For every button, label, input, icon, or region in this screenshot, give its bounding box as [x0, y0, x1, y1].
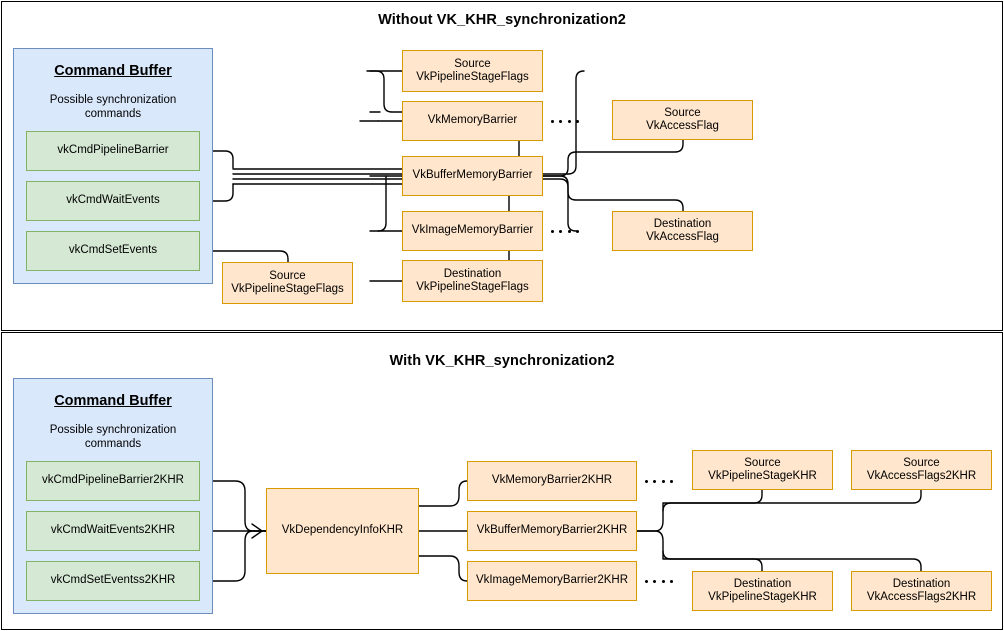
section-title-without: Without VK_KHR_synchronization2 [378, 12, 626, 28]
command-vkcmdwaitevents2khr[interactable]: vkCmdWaitEvents2KHR [26, 511, 200, 551]
command-vkcmdpipelinebarrier2khr[interactable]: vkCmdPipelineBarrier2KHR [26, 461, 200, 501]
node-vkimagememorybarrier[interactable]: VkImageMemoryBarrier [402, 211, 543, 251]
node-destination-vkpipelinestagekhr[interactable]: Destination VkPipelineStageKHR [692, 571, 833, 611]
section-title-with: With VK_KHR_synchronization2 [389, 353, 615, 369]
command-vkcmdseteventss2khr[interactable]: vkCmdSetEventss2KHR [26, 561, 200, 601]
command-vkcmdwaitevents[interactable]: vkCmdWaitEvents [26, 181, 200, 221]
command-buffer-subtitle: Possible synchronization commands [49, 94, 177, 120]
node-vkdependencyinfokhr[interactable]: VkDependencyInfoKHR [266, 488, 419, 574]
ellipsis-memorybarrier [551, 119, 579, 123]
node-vkmemorybarrier2khr[interactable]: VkMemoryBarrier2KHR [467, 461, 637, 501]
node-vkbuffermemorybarrier[interactable]: VkBufferMemoryBarrier [402, 156, 543, 196]
ellipsis-imagememorybarrier2khr [645, 579, 673, 583]
node-vkimagememorybarrier2khr[interactable]: VkImageMemoryBarrier2KHR [467, 561, 637, 601]
node-source-vkpipelinestageflags-bottom[interactable]: Source VkPipelineStageFlags [222, 262, 353, 304]
node-source-vkpipelinestageflags-top[interactable]: Source VkPipelineStageFlags [402, 50, 543, 92]
command-buffer-title-2: Command Buffer [54, 393, 172, 409]
command-vkcmdsetevents[interactable]: vkCmdSetEvents [26, 231, 200, 271]
node-vkbuffermemorybarrier2khr[interactable]: VkBufferMemoryBarrier2KHR [467, 511, 637, 551]
node-destination-vkaccessflag[interactable]: Destination VkAccessFlag [612, 211, 753, 251]
command-buffer-title: Command Buffer [54, 63, 172, 79]
node-source-vkpipelinestagekhr[interactable]: Source VkPipelineStageKHR [692, 450, 833, 490]
command-buffer-subtitle-2: Possible synchronization commands [49, 424, 177, 450]
ellipsis-memorybarrier2khr [645, 479, 673, 483]
node-source-vkaccessflag[interactable]: Source VkAccessFlag [612, 100, 753, 140]
ellipsis-imagememorybarrier [551, 229, 579, 233]
node-vkmemorybarrier[interactable]: VkMemoryBarrier [402, 101, 543, 141]
command-vkcmdpipelinebarrier[interactable]: vkCmdPipelineBarrier [26, 131, 200, 171]
node-destination-vkaccessflags2khr[interactable]: Destination VkAccessFlags2KHR [851, 571, 992, 611]
node-destination-vkpipelinestageflags[interactable]: Destination VkPipelineStageFlags [402, 260, 543, 302]
node-source-vkaccessflags2khr[interactable]: Source VkAccessFlags2KHR [851, 450, 992, 490]
